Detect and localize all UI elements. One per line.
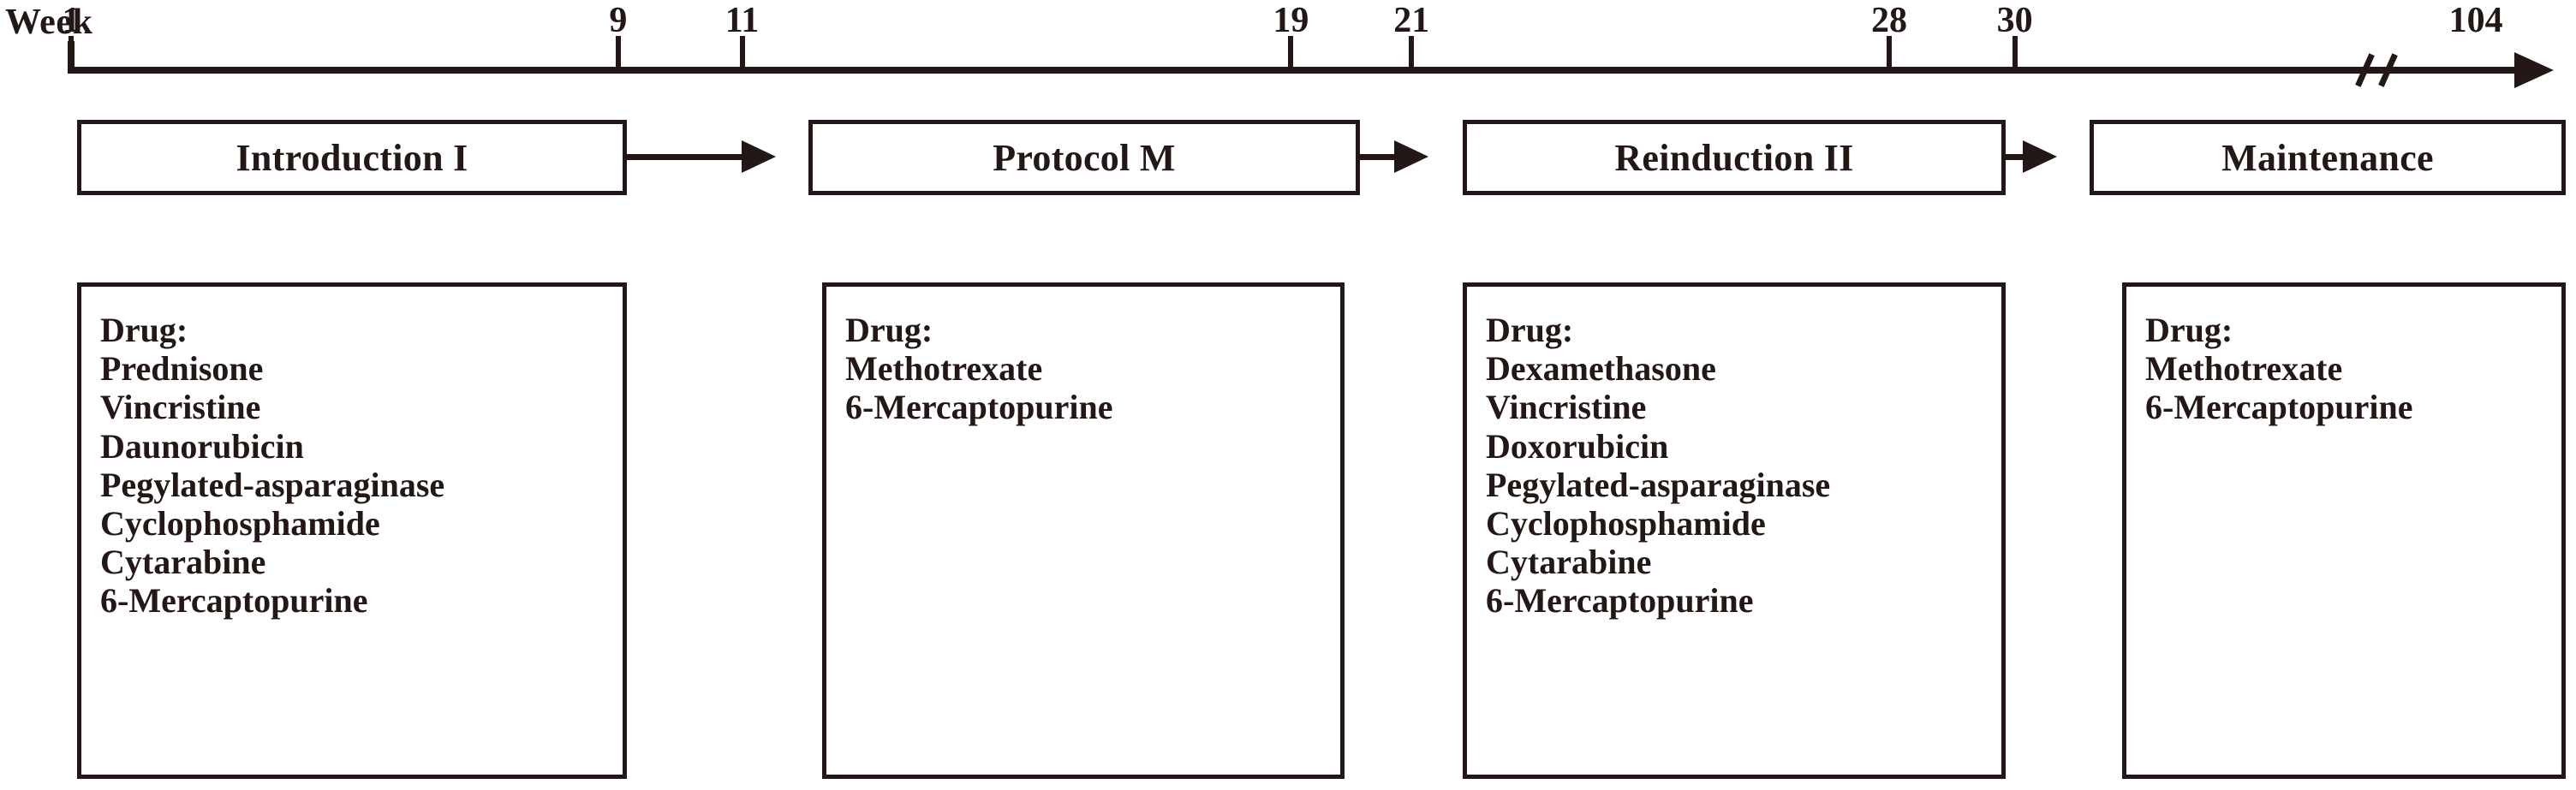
week-axis-label: Week xyxy=(5,3,93,42)
week-label-11: 11 xyxy=(724,1,760,40)
phase-box-4[interactable]: Maintenance xyxy=(2090,120,2566,195)
phase-box-1[interactable]: Introduction I xyxy=(77,120,627,195)
phase-connector-arrowhead-1 xyxy=(742,140,776,173)
drug-item: 6-Mercaptopurine xyxy=(100,581,368,621)
week-tick-30 xyxy=(2012,36,2018,67)
drug-item: Methotrexate xyxy=(845,349,1043,389)
drug-item: Prednisone xyxy=(100,349,264,389)
drug-item: Pegylated-asparaginase xyxy=(1486,465,1831,504)
phase-connector-arrow-3 xyxy=(2006,154,2026,160)
drug-item: Cyclophosphamide xyxy=(100,503,380,543)
week-tick-11 xyxy=(739,36,745,67)
week-label-104: 104 xyxy=(2448,1,2503,40)
phase-title: Protocol M xyxy=(993,136,1176,179)
drug-item: Daunorubicin xyxy=(100,426,304,466)
drug-heading: Drug: xyxy=(845,311,933,349)
drug-item: Dexamethasone xyxy=(1486,349,1716,389)
drug-item: Cytarabine xyxy=(1486,543,1652,582)
week-label-19: 19 xyxy=(1273,1,1309,40)
week-tick-19 xyxy=(1288,36,1294,67)
week-tick-28 xyxy=(1887,36,1892,67)
phase-connector-arrowhead-3 xyxy=(2023,140,2057,173)
week-label-30: 30 xyxy=(1996,1,2033,40)
drug-item: Cyclophosphamide xyxy=(1486,503,1766,543)
phase-title: Reinduction II xyxy=(1614,136,1854,179)
drug-item: Vincristine xyxy=(100,388,261,427)
phase-connector-arrow-2 xyxy=(1360,154,1398,160)
week-label-21: 21 xyxy=(1393,1,1430,40)
drug-heading: Drug: xyxy=(100,311,188,349)
week-label-1: 1 xyxy=(62,1,80,40)
timeline-axis-line xyxy=(68,67,2516,74)
axis-left-cap xyxy=(68,41,75,70)
drug-item: Vincristine xyxy=(1486,388,1647,427)
drug-heading: Drug: xyxy=(1486,311,1574,349)
drug-item: Doxorubicin xyxy=(1486,426,1669,466)
axis-arrow-icon xyxy=(2514,52,2554,88)
drug-item: 6-Mercaptopurine xyxy=(845,388,1113,427)
drug-item: Pegylated-asparaginase xyxy=(100,465,445,504)
drug-item: 6-Mercaptopurine xyxy=(2145,388,2413,427)
phase-box-3[interactable]: Reinduction II xyxy=(1463,120,2006,195)
phase-title: Introduction I xyxy=(236,136,468,179)
drug-heading: Drug: xyxy=(2145,311,2233,349)
phase-box-2[interactable]: Protocol M xyxy=(808,120,1360,195)
phase-connector-arrowhead-2 xyxy=(1394,140,1428,173)
phase-title: Maintenance xyxy=(2221,136,2434,179)
drug-item: 6-Mercaptopurine xyxy=(1486,581,1754,621)
week-label-9: 9 xyxy=(609,1,628,40)
week-tick-21 xyxy=(1409,36,1415,67)
week-label-28: 28 xyxy=(1871,1,1907,40)
drug-item: Cytarabine xyxy=(100,543,266,582)
phase-connector-arrow-1 xyxy=(627,154,745,160)
drug-item: Methotrexate xyxy=(2145,349,2343,389)
week-tick-9 xyxy=(615,36,621,67)
